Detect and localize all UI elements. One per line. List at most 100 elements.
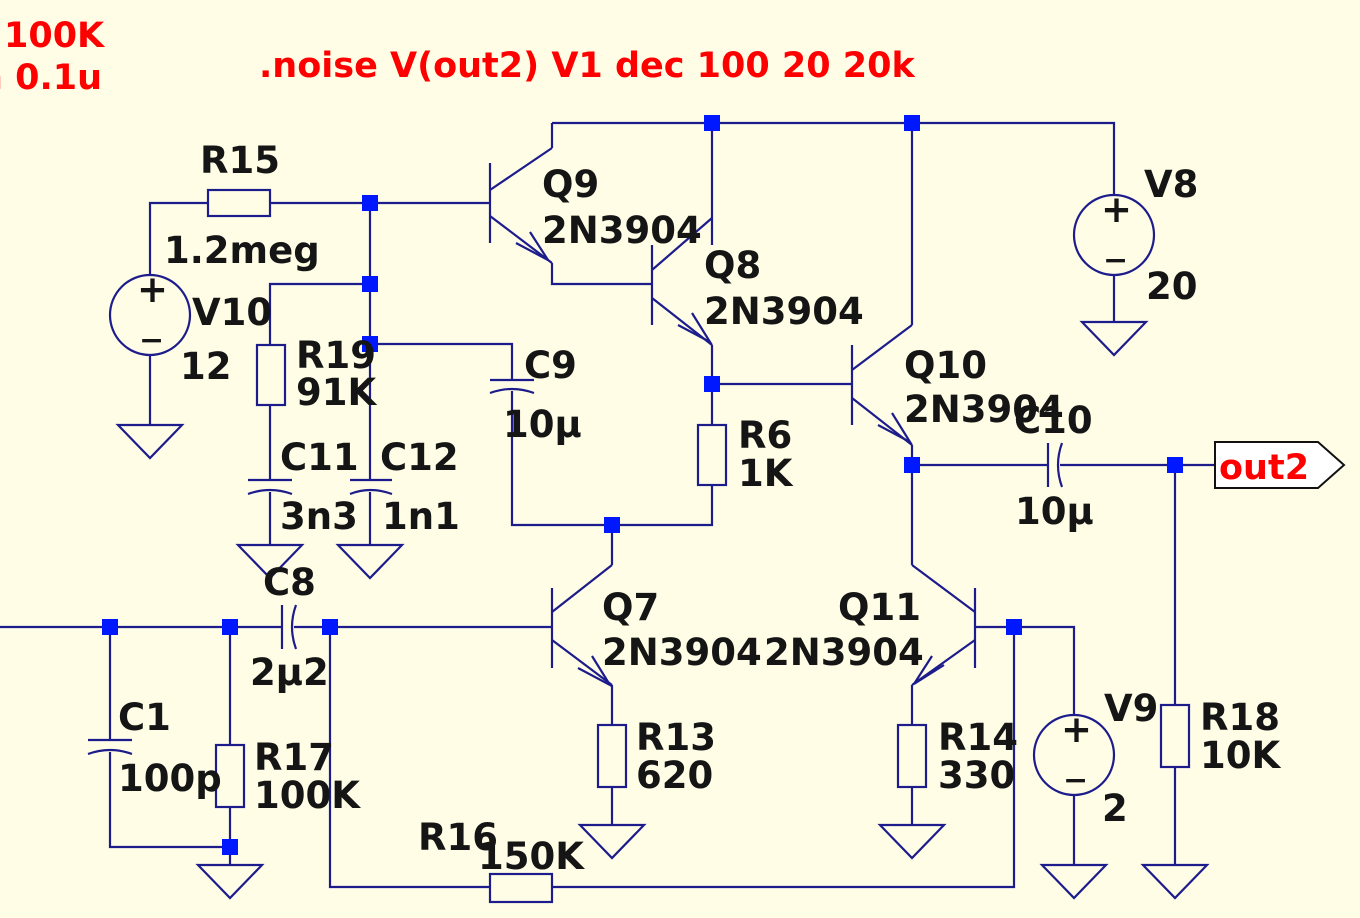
label-r13-name: R13 xyxy=(636,716,716,759)
ground-icon-c12 xyxy=(335,543,405,580)
junction-node xyxy=(704,115,720,131)
junction-node xyxy=(904,457,920,473)
capacitor-c8[interactable] xyxy=(280,604,298,650)
junction-node xyxy=(704,376,720,392)
label-q7-model: 2N3904 xyxy=(602,631,762,674)
label-c11-value: 3n3 xyxy=(280,495,358,538)
label-q11-model: 2N3904 xyxy=(764,631,924,674)
transistor-q11[interactable] xyxy=(911,564,977,686)
capacitor-c1[interactable] xyxy=(87,738,133,756)
junction-node xyxy=(222,619,238,635)
transistor-q9[interactable] xyxy=(488,147,553,264)
junction-node xyxy=(362,336,378,352)
resistor-r15-body[interactable] xyxy=(206,188,272,218)
capacitor-c9[interactable] xyxy=(489,378,535,395)
v10-plus-sign: + xyxy=(137,268,168,311)
label-v8-name: V8 xyxy=(1144,163,1198,206)
transistor-q10[interactable] xyxy=(850,324,914,446)
junction-node xyxy=(322,619,338,635)
ground-icon-r18 xyxy=(1140,863,1210,900)
v10-minus-sign: − xyxy=(139,323,164,358)
capacitor-c11[interactable] xyxy=(247,478,293,496)
junction-node xyxy=(102,619,118,635)
label-c12-value: 1n1 xyxy=(382,495,460,538)
wire-r6-bottom xyxy=(610,485,714,565)
label-r15-name: R15 xyxy=(200,139,280,182)
label-q11-name: Q11 xyxy=(838,586,921,629)
ground-icon-c11 xyxy=(235,543,305,580)
label-r19-value: 91K xyxy=(296,371,377,414)
transistor-q8[interactable] xyxy=(650,217,714,346)
label-c10-value: 10µ xyxy=(1015,490,1094,533)
ground-icon-r14 xyxy=(877,823,947,860)
label-v9-name: V9 xyxy=(1104,687,1158,730)
junction-node xyxy=(362,195,378,211)
label-r19-name: R19 xyxy=(296,334,376,377)
label-r14-name: R14 xyxy=(938,716,1018,759)
ground-icon-r17 xyxy=(195,863,265,900)
label-q10-name: Q10 xyxy=(904,344,987,387)
resistor-r18-body[interactable] xyxy=(1159,703,1191,769)
label-r6-name: R6 xyxy=(738,414,792,457)
label-q8-name: Q8 xyxy=(704,244,761,287)
wires xyxy=(0,121,1215,889)
out2-port-flag[interactable] xyxy=(1214,441,1346,489)
wire-c9-top xyxy=(370,342,514,380)
label-v10-name: V10 xyxy=(192,291,272,334)
wire-q11-base xyxy=(975,625,1076,715)
capacitor-c10[interactable] xyxy=(1046,442,1064,488)
ground-icon-v8 xyxy=(1079,320,1149,357)
voltage-source-v10[interactable] xyxy=(108,273,192,357)
resistor-r16-body[interactable] xyxy=(488,872,554,904)
label-c8-value: 2µ2 xyxy=(250,651,329,694)
label-c1-value: 100p xyxy=(118,757,222,800)
junction-node xyxy=(904,115,920,131)
wire-r16-left xyxy=(328,627,490,889)
v9-minus-sign: − xyxy=(1063,763,1088,798)
junction-node xyxy=(604,517,620,533)
resistor-r17-body[interactable] xyxy=(214,743,246,809)
label-q9-model: 2N3904 xyxy=(542,209,702,252)
transistor-q7[interactable] xyxy=(550,564,614,688)
resistor-r13-body[interactable] xyxy=(596,723,628,789)
net-label-out2: out2 xyxy=(1219,448,1309,488)
ground-icon-v9 xyxy=(1039,863,1109,900)
label-r13-value: 620 xyxy=(636,754,713,797)
capacitor-c12[interactable] xyxy=(349,478,393,496)
ground-icon-r13 xyxy=(577,823,647,860)
label-r17-value: 100K xyxy=(254,774,361,817)
junction-node xyxy=(1006,619,1022,635)
label-q7-name: Q7 xyxy=(602,586,659,629)
label-r18-value: 10K xyxy=(1200,734,1281,777)
label-c10-name: C10 xyxy=(1014,399,1093,442)
label-v8-value: 20 xyxy=(1146,265,1198,308)
resistor-r19-body[interactable] xyxy=(255,343,287,407)
voltage-source-v8[interactable] xyxy=(1072,193,1156,277)
wire-c1-bottom xyxy=(108,752,230,849)
label-v10-value: 12 xyxy=(180,345,232,388)
v8-plus-sign: + xyxy=(1101,188,1132,231)
wire-top-rail xyxy=(552,121,1116,195)
label-r18-name: R18 xyxy=(1200,696,1280,739)
wire-c9-bottom xyxy=(510,391,612,527)
voltage-source-v9[interactable] xyxy=(1032,713,1116,797)
label-q8-model: 2N3904 xyxy=(704,290,864,333)
label-c8-name: C8 xyxy=(263,561,316,604)
label-c1-name: C1 xyxy=(118,696,171,739)
wire-r19-top xyxy=(268,282,370,345)
junction-nodes xyxy=(102,115,1183,855)
directive-line-1[interactable]: 100K xyxy=(4,16,106,56)
v9-plus-sign: + xyxy=(1061,708,1092,751)
noise-directive[interactable]: .noise V(out2) V1 dec 100 20 20k xyxy=(259,46,916,86)
label-r6-value: 1K xyxy=(738,452,794,495)
junction-node xyxy=(1167,457,1183,473)
wire-v10-top xyxy=(148,201,208,275)
resistor-r14-body[interactable] xyxy=(896,723,928,789)
directive-line-2[interactable]: n 0.1u xyxy=(0,58,102,98)
label-r15-value: 1.2meg xyxy=(164,229,320,272)
label-r16-value: 150K xyxy=(478,835,585,878)
label-v9-value: 2 xyxy=(1102,787,1128,830)
resistor-r6-body[interactable] xyxy=(696,423,728,487)
label-c9-value: 10µ xyxy=(503,403,582,446)
